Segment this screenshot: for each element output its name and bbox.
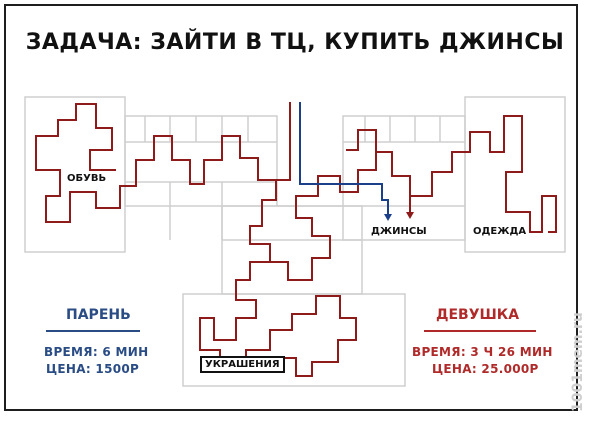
store-label-jewelry: УКРАШЕНИЯ <box>200 356 285 373</box>
girl-heading: ДЕВУШКА <box>436 307 520 323</box>
store-label-shoes: ОБУВЬ <box>64 172 110 185</box>
watermark: 1001mem.ru <box>570 312 586 412</box>
guy-price: ЦЕНА: 1500Р <box>46 362 140 376</box>
guy-heading: ПАРЕНЬ <box>66 307 131 323</box>
girl-underline <box>424 330 536 332</box>
guy-arrow <box>384 214 392 221</box>
guy-underline <box>46 330 140 332</box>
mall-walls <box>24 96 566 387</box>
poster-title: ЗАДАЧА: ЗАЙТИ В ТЦ, КУПИТЬ ДЖИНСЫ <box>25 30 565 55</box>
girl-route <box>249 102 557 281</box>
store-label-jeans: ДЖИНСЫ <box>368 225 430 238</box>
girl-time: ВРЕМЯ: 3 Ч 26 МИН <box>412 345 553 359</box>
store-label-clothes: ОДЕЖДА <box>470 225 530 238</box>
guy-time: ВРЕМЯ: 6 МИН <box>44 345 149 359</box>
guy-route <box>299 102 389 216</box>
girl-price: ЦЕНА: 25.000Р <box>432 362 539 376</box>
